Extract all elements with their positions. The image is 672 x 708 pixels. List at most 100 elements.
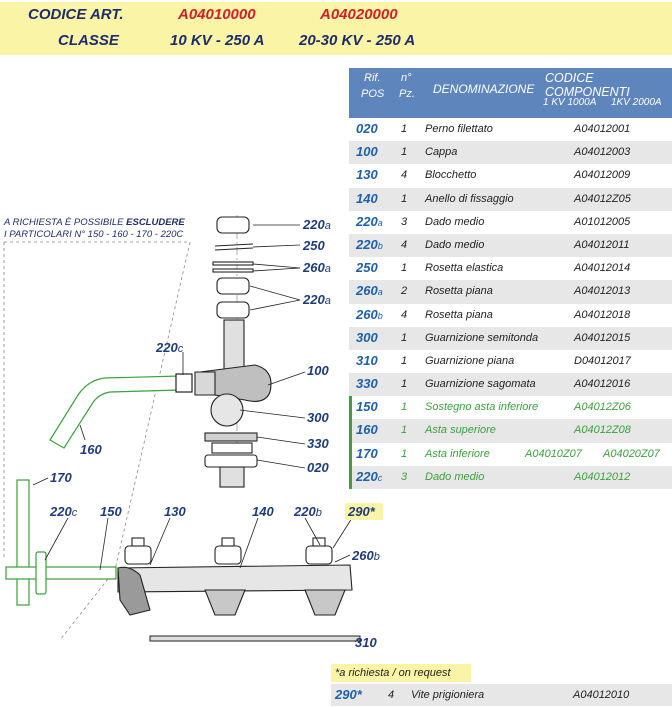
exclusion-note: A RICHIESTA È POSSIBILE ESCLUDERE I PART… [4, 217, 185, 241]
row-qty: 4 [401, 169, 408, 182]
stud-020 [204, 454, 258, 468]
label-220c: 220c [49, 504, 78, 519]
row-name: Dado medio [425, 470, 485, 483]
rod-160 [49, 373, 193, 449]
row-code: A01012005 [574, 215, 631, 228]
col-pos-2: POS [361, 88, 385, 100]
note-line1: A RICHIESTA È POSSIBILE [4, 217, 127, 228]
row-qty: 1 [401, 262, 408, 275]
row-qty: 1 [401, 378, 408, 391]
label-260a: 260a [302, 260, 331, 275]
row-code: A04012Z05 [574, 192, 631, 205]
row-pos: 170 [356, 445, 378, 461]
row-code2: A04020Z07 [603, 447, 660, 460]
row-code: A04012012 [574, 470, 631, 483]
row-pos: 300 [356, 329, 378, 345]
row-name: Dado medio [425, 215, 485, 228]
row-qty: 1 [401, 424, 408, 437]
header-class-row: CLASSE 10 KV - 250 A 20-30 KV - 250 A [0, 28, 672, 55]
washer-250 [214, 243, 254, 247]
nut-220a-low [216, 301, 250, 319]
row-name: Guarnizione sagomata [425, 378, 536, 391]
row-code: A04010Z07 [525, 447, 582, 460]
row-290-qty: 4 [388, 689, 395, 701]
optional-marker [349, 465, 352, 489]
row-pos: 330 [356, 376, 378, 392]
code-2: A04020000 [320, 6, 398, 23]
col-qty-1: n° [401, 72, 412, 84]
row-name: Anello di fissaggio [425, 192, 514, 205]
label-020: 020 [307, 460, 329, 475]
code-label: CODICE ART. [28, 6, 124, 23]
row-code: A04012001 [574, 123, 631, 135]
label-100: 100 [307, 363, 329, 378]
row-pos: 260a [356, 283, 383, 299]
row-code: A04012013 [574, 285, 631, 298]
row-pos: 150 [356, 399, 378, 415]
row-code: A04012003 [574, 146, 631, 159]
row-290-pos: 290* [335, 687, 362, 702]
rod-170 [5, 479, 117, 606]
row-290-code: A04012010 [573, 689, 630, 701]
row-name: Dado medio [425, 238, 485, 251]
washer-260a-2 [212, 268, 254, 273]
nut-220a-top [216, 216, 250, 234]
label-130: 130 [164, 504, 186, 519]
row-code: A04012016 [574, 378, 631, 391]
optional-marker [349, 442, 352, 466]
row-name: Guarnizione piana [425, 354, 515, 367]
header-code-row: CODICE ART. A04010000 A04020000 [0, 2, 672, 29]
row-pos: 130 [356, 167, 378, 183]
label-290: 290* [347, 504, 376, 519]
row-qty: 1 [401, 146, 408, 159]
col-code-b: 1KV 2000A [611, 97, 662, 108]
row-pos: 220c [356, 468, 383, 484]
row-code: A04012Z06 [574, 401, 631, 414]
label-260b: 260b [351, 548, 380, 563]
row-name: Asta superiore [425, 424, 496, 437]
cap-100 [194, 364, 272, 488]
class-1: 10 KV - 250 A [170, 32, 265, 49]
row-pos: 160 [356, 422, 378, 438]
row-qty: 1 [401, 192, 408, 205]
row-name: Guarnizione semitonda [425, 331, 539, 344]
label-170: 170 [50, 470, 72, 485]
top-nut-stack [212, 216, 254, 371]
fixing-ring-140 [117, 537, 353, 616]
washer-260a-1 [212, 261, 254, 266]
assembly-drawing: 220a 250 260a 220a 220c 100 160 300 330 … [3, 215, 383, 650]
class-label: CLASSE [58, 32, 119, 49]
label-310: 310 [355, 635, 377, 650]
table-header: Rif. POS n° Pz. DENOMINAZIONE CODICE COM… [349, 68, 672, 118]
row-pos: 220b [356, 236, 383, 252]
col-code-a: 1 KV 1000A [543, 97, 597, 108]
col-qty-2: Pz. [399, 88, 415, 100]
row-name: Cappa [425, 146, 458, 159]
label-160: 160 [80, 442, 102, 457]
threaded-stud [223, 319, 245, 371]
optional-marker [349, 396, 352, 420]
row-pos: 260b [356, 306, 383, 322]
row-name: Rosetta piana [425, 285, 493, 298]
row-pos: 250 [356, 260, 378, 276]
row-qty: 1 [401, 331, 408, 344]
label-250: 250 [302, 238, 325, 253]
col-codes: CODICE COMPONENTI [545, 71, 630, 99]
row-name: Rosetta elastica [425, 262, 504, 275]
row-code: A04012015 [574, 331, 631, 344]
label-300: 300 [307, 410, 329, 425]
col-pos-1: Rif. [364, 72, 381, 84]
gasket-330 [204, 432, 258, 442]
note-emphasis: ESCLUDERE [126, 217, 185, 228]
label-150: 150 [100, 504, 122, 519]
label-330: 330 [307, 436, 329, 451]
row-name: Asta inferiore [425, 447, 490, 460]
